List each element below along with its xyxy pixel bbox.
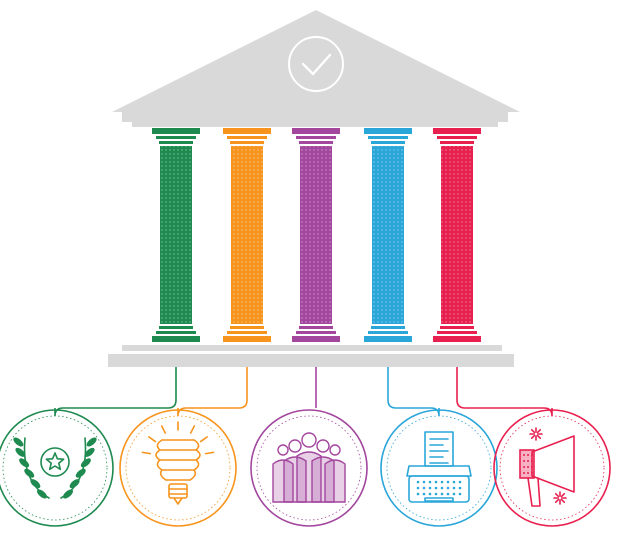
connector-line-2	[177, 367, 248, 417]
pillar-base	[223, 336, 271, 342]
pillar-capital-ring	[371, 141, 405, 144]
pillar-2	[223, 128, 271, 342]
pillar-3	[292, 128, 340, 342]
lightbulb-icon	[119, 409, 237, 527]
pillar-base	[292, 336, 340, 342]
pillar-shaft-texture	[231, 146, 263, 324]
pillar-shaft-texture	[372, 146, 404, 324]
megaphone-icon	[493, 409, 611, 527]
pillar-capital-ring	[156, 136, 196, 139]
pillar-capital-ring	[296, 136, 336, 139]
pillar-capital	[433, 128, 481, 134]
pillar-shaft-texture	[300, 146, 332, 324]
pillar-shaft-texture	[160, 146, 192, 324]
pillar-capital	[152, 128, 200, 134]
pillar-5	[433, 128, 481, 342]
pillar-base	[364, 336, 412, 342]
pillar-base-ring	[227, 331, 267, 334]
pillar-capital-ring	[159, 141, 193, 144]
pillar-1	[152, 128, 200, 342]
pillar-base-ring	[296, 331, 336, 334]
connector-line-5	[456, 367, 553, 417]
pillar-capital-ring	[440, 141, 474, 144]
pillar-base-ring	[368, 331, 408, 334]
temple-roof	[112, 10, 520, 112]
pillar-4	[364, 128, 412, 342]
pillar-capital-ring	[299, 141, 333, 144]
pillar-capital-ring	[230, 141, 264, 144]
temple-base-top	[122, 345, 502, 351]
people-group-icon	[250, 409, 368, 527]
pillar-capital-ring	[437, 136, 477, 139]
laurel-star-icon	[0, 409, 114, 527]
pillar-base-ring	[299, 326, 333, 329]
pillar-capital-ring	[368, 136, 408, 139]
pillar-base	[152, 336, 200, 342]
pillar-capital	[223, 128, 271, 134]
pillar-base-ring	[437, 331, 477, 334]
pillar-capital-ring	[227, 136, 267, 139]
connector-line-1	[54, 367, 177, 417]
check-badge-icon	[288, 36, 344, 92]
pillar-capital	[364, 128, 412, 134]
temple-architrave-bottom	[132, 122, 498, 127]
pillar-icons	[0, 409, 611, 527]
pillar-capital	[292, 128, 340, 134]
pillar-base-ring	[156, 331, 196, 334]
pillar-shaft-texture	[441, 146, 473, 324]
pillar-base-ring	[440, 326, 474, 329]
typewriter-icon	[380, 409, 498, 527]
pillar-base-ring	[159, 326, 193, 329]
connector-line-4	[387, 367, 440, 417]
temple-pillars	[152, 128, 481, 342]
pillar-base	[433, 336, 481, 342]
pillar-base-ring	[230, 326, 264, 329]
pillar-base-ring	[371, 326, 405, 329]
pillar-connectors	[54, 367, 553, 417]
temple-base-bottom	[108, 354, 514, 367]
temple-architrave-top	[122, 112, 508, 122]
